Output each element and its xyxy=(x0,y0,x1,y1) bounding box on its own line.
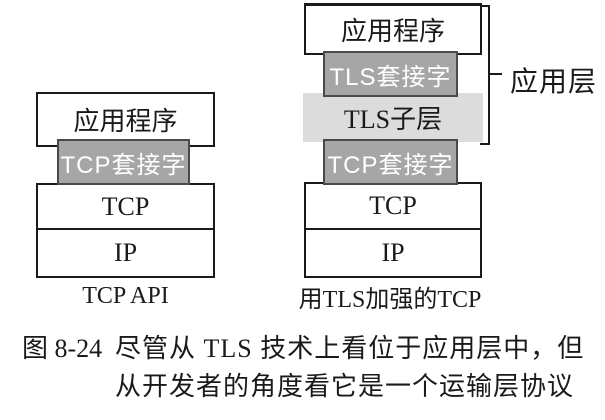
left-tcp-socket-box: TCP套接字 xyxy=(57,139,190,185)
right-ip-box: IP xyxy=(304,228,482,278)
right-stack-caption: 用TLS加强的TCP xyxy=(280,284,500,313)
left-ip-box: IP xyxy=(36,228,215,278)
left-tcp-socket-label: TCP套接字 xyxy=(60,151,187,179)
figure-caption-text: 尽管从 TLS 技术上看位于应用层中，但 从开发者的角度看它是一个运输层协议 xyxy=(115,330,584,406)
figure-caption: 图 8-24 尽管从 TLS 技术上看位于应用层中，但 从开发者的角度看它是一个… xyxy=(22,330,600,406)
right-application-label: 应用程序 xyxy=(340,17,445,46)
left-tcp-box: TCP xyxy=(36,183,215,230)
right-tls-socket-box: TLS套接字 xyxy=(323,51,458,97)
right-tcp-label: TCP xyxy=(369,191,417,220)
right-tls-socket-label: TLS套接字 xyxy=(329,63,452,91)
right-tcp-box: TCP xyxy=(304,182,482,230)
left-ip-label: IP xyxy=(113,238,138,267)
left-tcp-label: TCP xyxy=(101,191,150,221)
application-layer-label: 应用层 xyxy=(510,67,598,98)
bracket-middle-tick xyxy=(488,73,502,75)
left-stack-caption: TCP API xyxy=(36,282,215,309)
figure-number: 图 8-24 xyxy=(22,334,103,363)
left-stack-caption-text: TCP API xyxy=(82,282,169,309)
bracket-vertical-line xyxy=(488,5,490,145)
right-tcp-socket-label: TCP套接字 xyxy=(327,151,454,179)
bracket-top-tick xyxy=(480,5,490,7)
right-ip-label: IP xyxy=(381,238,405,267)
right-stack-caption-text: 用TLS加强的TCP xyxy=(298,286,482,313)
figure-caption-line1: 尽管从 TLS 技术上看位于应用层中，但 xyxy=(115,334,585,363)
right-tcp-socket-box: TCP套接字 xyxy=(323,139,458,185)
left-application-label: 应用程序 xyxy=(73,107,178,136)
right-application-box: 应用程序 xyxy=(304,3,482,55)
right-tls-sublayer-box: TLS子层 xyxy=(303,93,483,142)
left-application-box: 应用程序 xyxy=(36,92,215,147)
figure-caption-line2: 从开发者的角度看它是一个运输层协议 xyxy=(115,372,575,401)
bracket-bottom-tick xyxy=(480,143,490,145)
right-tls-sublayer-label: TLS子层 xyxy=(343,105,443,134)
